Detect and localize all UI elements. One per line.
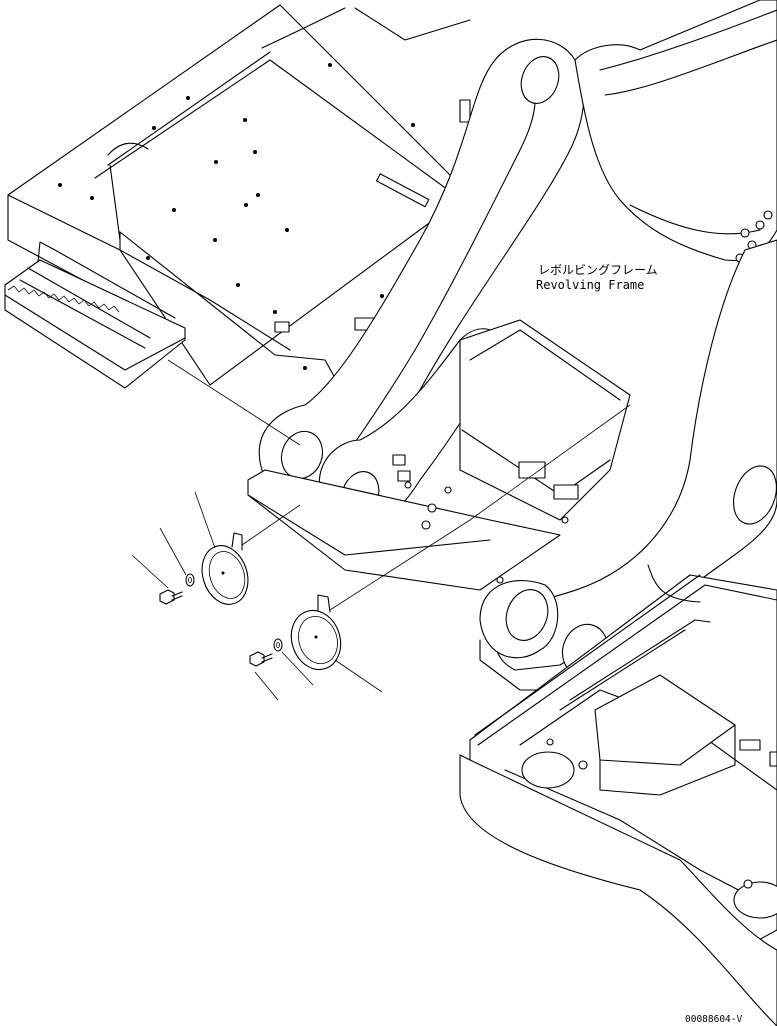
footstep xyxy=(4,241,186,389)
drawing-code: 00088604-V xyxy=(685,1014,742,1025)
revolving-frame xyxy=(247,0,777,691)
callout-leaders xyxy=(131,491,383,701)
assembly-lines xyxy=(167,359,631,611)
washer-2 xyxy=(273,638,283,652)
washer-1 xyxy=(185,573,195,587)
deck-bolt-dots xyxy=(58,63,415,370)
bolt-2 xyxy=(249,651,273,667)
revolving-frame-label-en: Revolving Frame xyxy=(536,278,644,292)
bolt-1 xyxy=(159,589,183,605)
revolving-frame-label-jp: レボルビングフレーム xyxy=(538,263,658,277)
front-right-deck xyxy=(459,564,777,1026)
hub-cover-2 xyxy=(290,594,342,671)
hub-cover-1 xyxy=(201,532,249,605)
